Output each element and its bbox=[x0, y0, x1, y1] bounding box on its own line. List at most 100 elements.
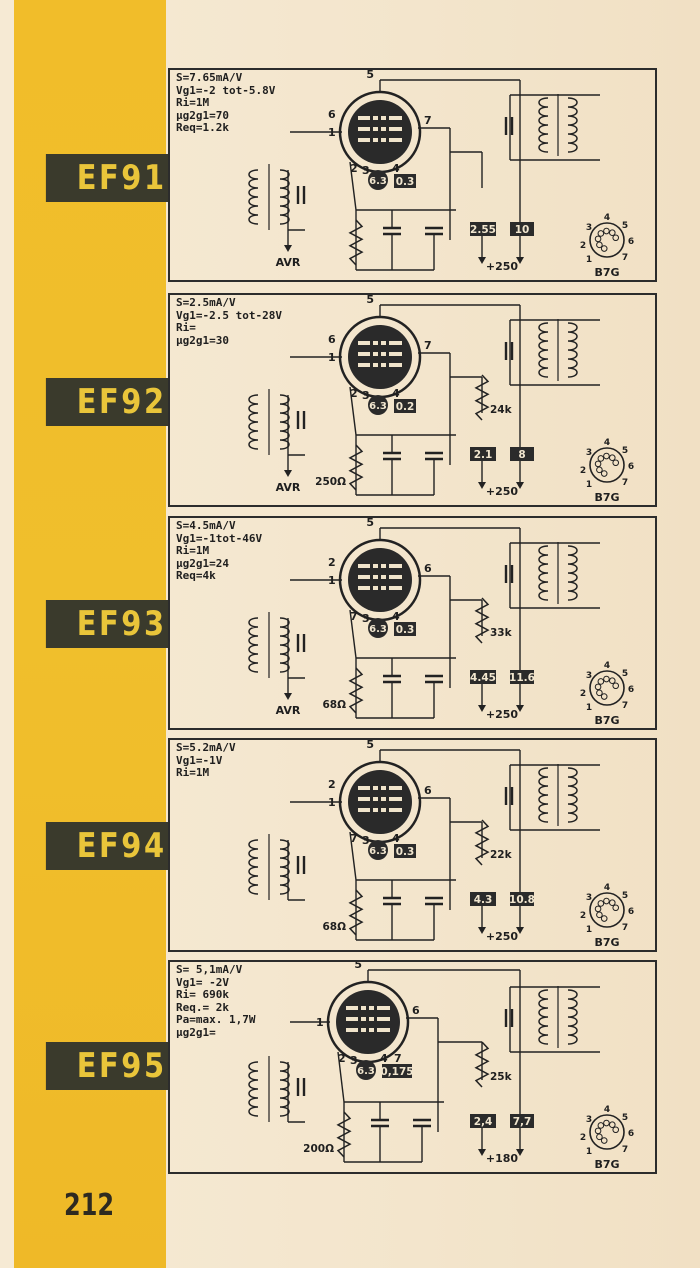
base-pin-hole bbox=[612, 1126, 620, 1134]
base-pin-hole bbox=[600, 1137, 608, 1144]
pin-number: 7 bbox=[350, 832, 358, 845]
spec-line: Vg1=-1V bbox=[176, 753, 223, 767]
base-pin-hole bbox=[594, 460, 602, 468]
supply-voltage: +250 bbox=[486, 260, 519, 273]
grid-gap bbox=[386, 112, 389, 148]
spec-line: S=2.5mA/V bbox=[176, 296, 236, 309]
pin-number: 2 bbox=[350, 387, 358, 400]
input-coil-secondary bbox=[279, 617, 290, 673]
base-pin-hole bbox=[612, 234, 620, 242]
arrow-down-icon bbox=[284, 245, 292, 252]
schematic-diagram: 6.30.3562173468Ω33k4.4511.6+250AVR123456… bbox=[248, 518, 634, 727]
base-pin-hole bbox=[597, 900, 605, 907]
base-pin-number: 2 bbox=[580, 689, 586, 699]
heater-voltage: 6.3 bbox=[369, 176, 387, 187]
spec-line: Ri=1M bbox=[176, 766, 210, 779]
base-pin-number: 6 bbox=[628, 1129, 634, 1139]
arrow-down-icon bbox=[516, 705, 524, 712]
output-coil-primary bbox=[538, 767, 549, 823]
heater-bulb bbox=[356, 1060, 376, 1080]
base-pin-number: 3 bbox=[586, 448, 592, 458]
base-pin-number: 5 bbox=[622, 221, 628, 231]
base-pin-number: 1 bbox=[586, 925, 592, 935]
anode-current-box bbox=[510, 447, 534, 461]
base-pin-hole bbox=[596, 689, 603, 697]
spec-line: Pa=max. 1,7W bbox=[176, 1013, 256, 1026]
base-pin-number: 5 bbox=[622, 446, 628, 456]
arrow-down-icon bbox=[284, 693, 292, 700]
base-pin-number: 1 bbox=[586, 480, 592, 490]
base-pin-hole bbox=[600, 470, 608, 477]
screen-grid-current-box bbox=[470, 892, 496, 906]
anode-current-box bbox=[510, 222, 534, 236]
page-number: 212 bbox=[64, 1188, 115, 1223]
output-coil-secondary bbox=[567, 322, 578, 378]
base-pin-number: 4 bbox=[604, 661, 610, 671]
base-type: B7G bbox=[594, 714, 619, 727]
pin-number: 7 bbox=[424, 114, 432, 127]
base-pin-number: 3 bbox=[586, 671, 592, 681]
heater-current: 0.3 bbox=[396, 624, 415, 636]
pin-number: 2 bbox=[338, 1052, 346, 1065]
grid-gap bbox=[366, 1002, 369, 1038]
resistor bbox=[348, 667, 364, 714]
pin-number: 4 bbox=[392, 610, 400, 623]
wire bbox=[349, 609, 357, 659]
resistor bbox=[474, 1041, 490, 1088]
base-pin-hole bbox=[603, 227, 610, 235]
grid-gap bbox=[370, 560, 373, 596]
spec-line: S=7.65mA/V bbox=[176, 71, 243, 84]
base-outline bbox=[589, 892, 625, 928]
pin-number: 2 bbox=[328, 778, 336, 791]
resistor bbox=[336, 1111, 352, 1158]
output-coil-primary bbox=[538, 989, 549, 1045]
spec-line: µg2g1=70 bbox=[176, 108, 229, 122]
base-pin-hole bbox=[596, 1133, 603, 1141]
base-pin-number: 7 bbox=[622, 1145, 628, 1155]
schematic-panel: S=5.2mA/VVg1=-1VRi=1M6.30.3562173468Ω22k… bbox=[168, 738, 657, 952]
input-coil-primary bbox=[248, 839, 259, 895]
spec-line: Req=4k bbox=[176, 569, 216, 582]
base-pin-hole bbox=[600, 915, 608, 922]
tube-type-label: EF91 bbox=[45, 154, 170, 202]
screen-resistor-value: 33k bbox=[490, 627, 513, 639]
pin-number: 7 bbox=[424, 339, 432, 352]
base-pin-number: 7 bbox=[622, 253, 628, 263]
base-pin-number: 3 bbox=[586, 893, 592, 903]
pin-number: 7 bbox=[394, 1052, 402, 1065]
input-coil-primary bbox=[248, 617, 259, 673]
base-pin-hole bbox=[594, 1127, 602, 1135]
base-pin-hole bbox=[603, 675, 610, 683]
heater-bulb bbox=[368, 840, 388, 860]
pin-number: 2 bbox=[350, 162, 358, 175]
arrow-down-icon bbox=[516, 257, 524, 264]
schematic-diagram: 6.30,1755612347200Ω25k2,47,7+1801234567B… bbox=[248, 962, 634, 1171]
base-type: B7G bbox=[594, 1158, 619, 1171]
agc-label: AVR bbox=[276, 256, 301, 269]
base-pin-number: 4 bbox=[604, 213, 610, 223]
spec-line: Ri= 690k bbox=[176, 988, 229, 1001]
spec-line: Vg1=-2 tot-5.8V bbox=[176, 83, 276, 97]
pin-number: 4 bbox=[392, 832, 400, 845]
screen-resistor-value: 24k bbox=[490, 404, 513, 416]
arrow-down-icon bbox=[516, 927, 524, 934]
base-pin-number: 1 bbox=[586, 1147, 592, 1157]
wire bbox=[349, 386, 357, 436]
base-pin-hole bbox=[603, 1119, 610, 1127]
heater-bulb bbox=[368, 395, 388, 415]
base-pin-hole bbox=[600, 245, 608, 252]
heater-current: 0,175 bbox=[380, 1066, 413, 1078]
base-pin-number: 4 bbox=[604, 883, 610, 893]
screen-grid-current: 4.3 bbox=[474, 894, 493, 906]
screen-resistor-value: 22k bbox=[490, 849, 513, 861]
screen-grid-current-box bbox=[470, 222, 496, 236]
grid-gap bbox=[374, 1002, 377, 1038]
arrow-down-icon bbox=[478, 257, 486, 264]
screen-grid-current-box bbox=[470, 670, 496, 684]
